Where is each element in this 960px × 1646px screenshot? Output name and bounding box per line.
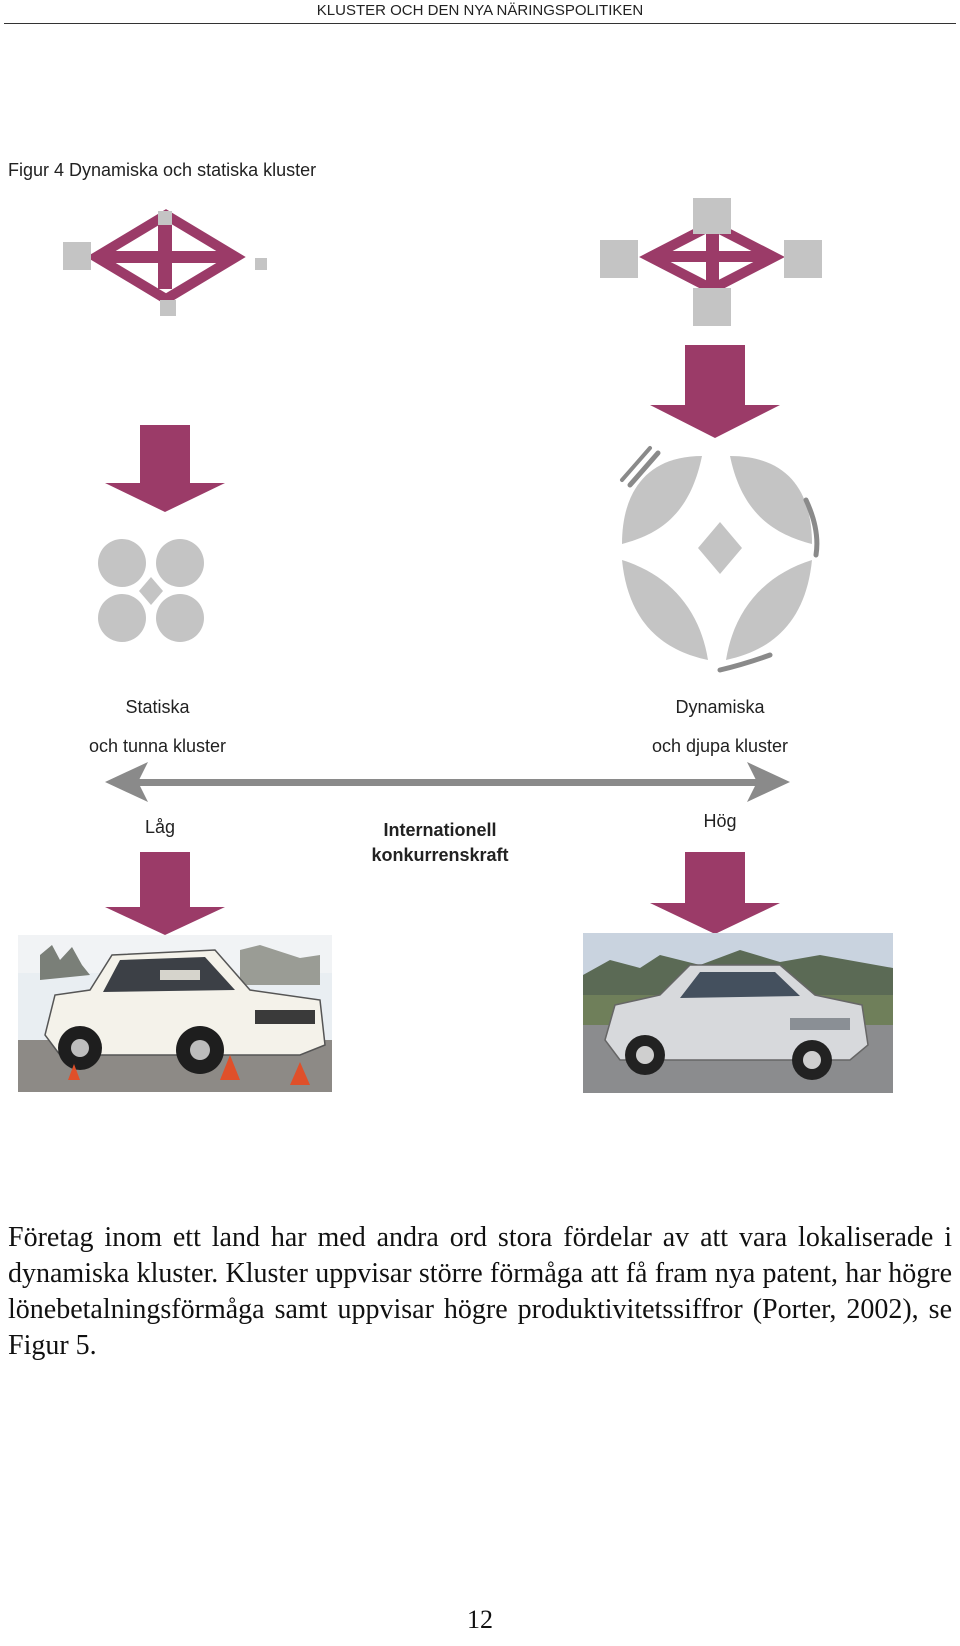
page-number: 12 <box>467 1605 493 1634</box>
static-label-line2: och tunna kluster <box>88 736 227 756</box>
running-header: KLUSTER OCH DEN NYA NÄRINGSPOLITIKEN <box>316 2 644 19</box>
down-arrows <box>105 345 780 935</box>
static-cluster-symbol <box>63 209 267 316</box>
small-circle-cluster <box>98 539 204 642</box>
scale-high-label: Hög <box>703 811 737 831</box>
dynamic-cluster-symbol <box>600 198 822 326</box>
dynamic-label-line1: Dynamiska <box>675 697 765 717</box>
figure-caption: Figur 4 Dynamiska och statiska kluster <box>8 160 317 180</box>
header-rule <box>4 23 956 24</box>
competitiveness-double-arrow <box>105 762 790 802</box>
dynamic-label-line2: och djupa kluster <box>651 736 789 756</box>
body-paragraph: Företag inom ett land har med andra ord … <box>8 1222 952 1361</box>
left-upper-down-arrow <box>105 425 225 512</box>
right-upper-down-arrow <box>650 345 780 438</box>
scale-low-label: Låg <box>144 817 176 837</box>
left-lower-down-arrow <box>105 852 225 935</box>
right-lower-down-arrow <box>650 852 780 934</box>
static-cluster-car-photo <box>18 935 332 1092</box>
axis-title-line2: konkurrenskraft <box>371 845 509 865</box>
dynamic-cluster-car-photo <box>583 933 893 1093</box>
large-petal-cluster <box>620 446 820 673</box>
static-label-line1: Statiska <box>125 697 190 717</box>
axis-title-line1: Internationell <box>383 820 497 840</box>
